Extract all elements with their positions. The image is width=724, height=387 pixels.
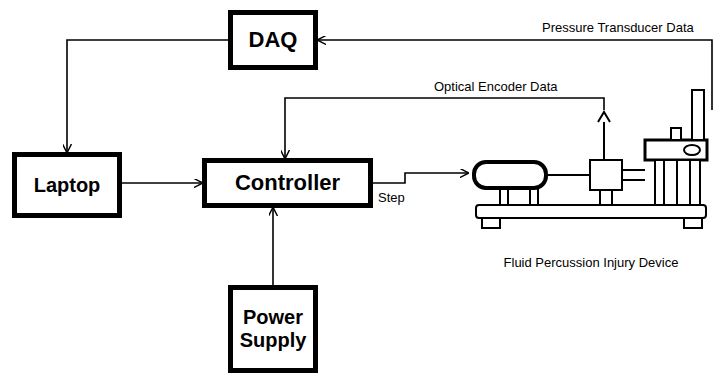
mount: [530, 188, 538, 205]
process-box: Power Supply: [228, 285, 318, 373]
process-box: Laptop: [12, 152, 122, 218]
signal-arrow: [285, 98, 604, 158]
support: [655, 160, 700, 205]
process-box: Controller: [202, 158, 373, 208]
node-label: DAQ: [249, 27, 298, 52]
signal-arrow: [272, 208, 274, 285]
foot: [482, 218, 500, 228]
process-box: DAQ: [228, 10, 318, 70]
signal-arrow: [122, 182, 202, 184]
valve: [671, 128, 681, 140]
encoder-mount: [600, 190, 612, 205]
node-label: Fluid Percussion Injury Device: [468, 255, 714, 270]
foot: [684, 218, 702, 228]
piston-rod: [546, 174, 590, 176]
node-label: Controller: [235, 170, 340, 195]
signal-label: Pressure Transducer Data: [540, 20, 696, 35]
encoder-block: [590, 160, 622, 190]
device-node: Fluid Percussion Injury Device: [468, 110, 714, 270]
support-line: [676, 160, 678, 205]
port: [684, 145, 700, 155]
reservoir: [645, 140, 707, 160]
shaft: [622, 179, 645, 181]
actuator-cylinder: [474, 162, 546, 188]
shaft: [622, 169, 645, 171]
signal-arrow: [373, 173, 468, 183]
support-line: [689, 160, 691, 205]
node-label: Power Supply: [237, 306, 309, 352]
mount: [500, 188, 508, 205]
encoder-cable: [603, 122, 605, 160]
node-label: Laptop: [34, 174, 101, 197]
encoder-connector: [598, 112, 610, 122]
signal-label: Optical Encoder Data: [432, 79, 560, 94]
support-line: [663, 160, 665, 205]
signal-arrow: [67, 40, 228, 152]
signal-arrow: [318, 40, 712, 110]
transducer: [692, 90, 704, 140]
base-plate: [476, 205, 706, 218]
signal-label: Step: [376, 190, 407, 205]
